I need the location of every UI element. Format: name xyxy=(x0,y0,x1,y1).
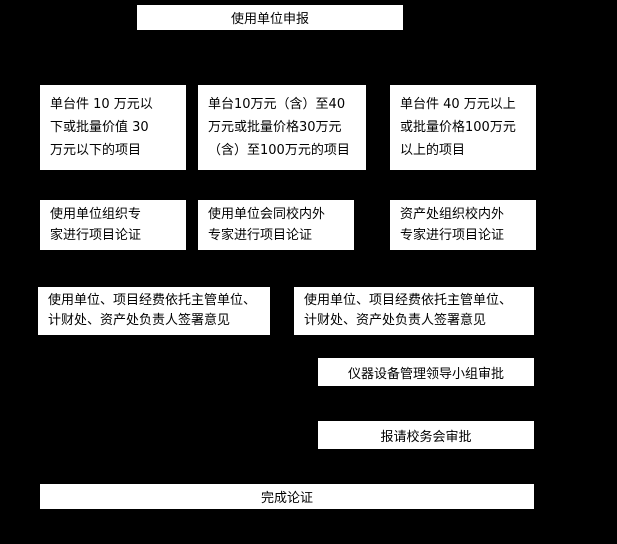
node-start: 使用单位申报 xyxy=(137,5,403,30)
node-signoff-right: 使用单位、项目经费依托主管单位、 计财处、资产处负责人签署意见 xyxy=(294,287,534,335)
node-school-council-approval: 报请校务会审批 xyxy=(318,421,534,449)
node-signoff-left: 使用单位、项目经费依托主管单位、 计财处、资产处负责人签署意见 xyxy=(38,287,270,335)
node-category-mid: 单台10万元（含）至40 万元或批量价格30万元 （含）至100万元的项目 xyxy=(198,85,366,170)
node-category-low: 单台件 10 万元以 下或批量价值 30 万元以下的项目 xyxy=(40,85,186,170)
node-review-assets: 资产处组织校内外 专家进行项目论证 xyxy=(390,200,536,250)
node-category-high: 单台件 40 万元以上 或批量价格100万元 以上的项目 xyxy=(390,85,536,170)
node-review-unit: 使用单位组织专 家进行项目论证 xyxy=(40,200,186,250)
node-leader-group-approval: 仪器设备管理领导小组审批 xyxy=(318,358,534,386)
node-review-unit-experts: 使用单位会同校内外 专家进行项目论证 xyxy=(198,200,354,250)
node-finish: 完成论证 xyxy=(40,484,534,509)
